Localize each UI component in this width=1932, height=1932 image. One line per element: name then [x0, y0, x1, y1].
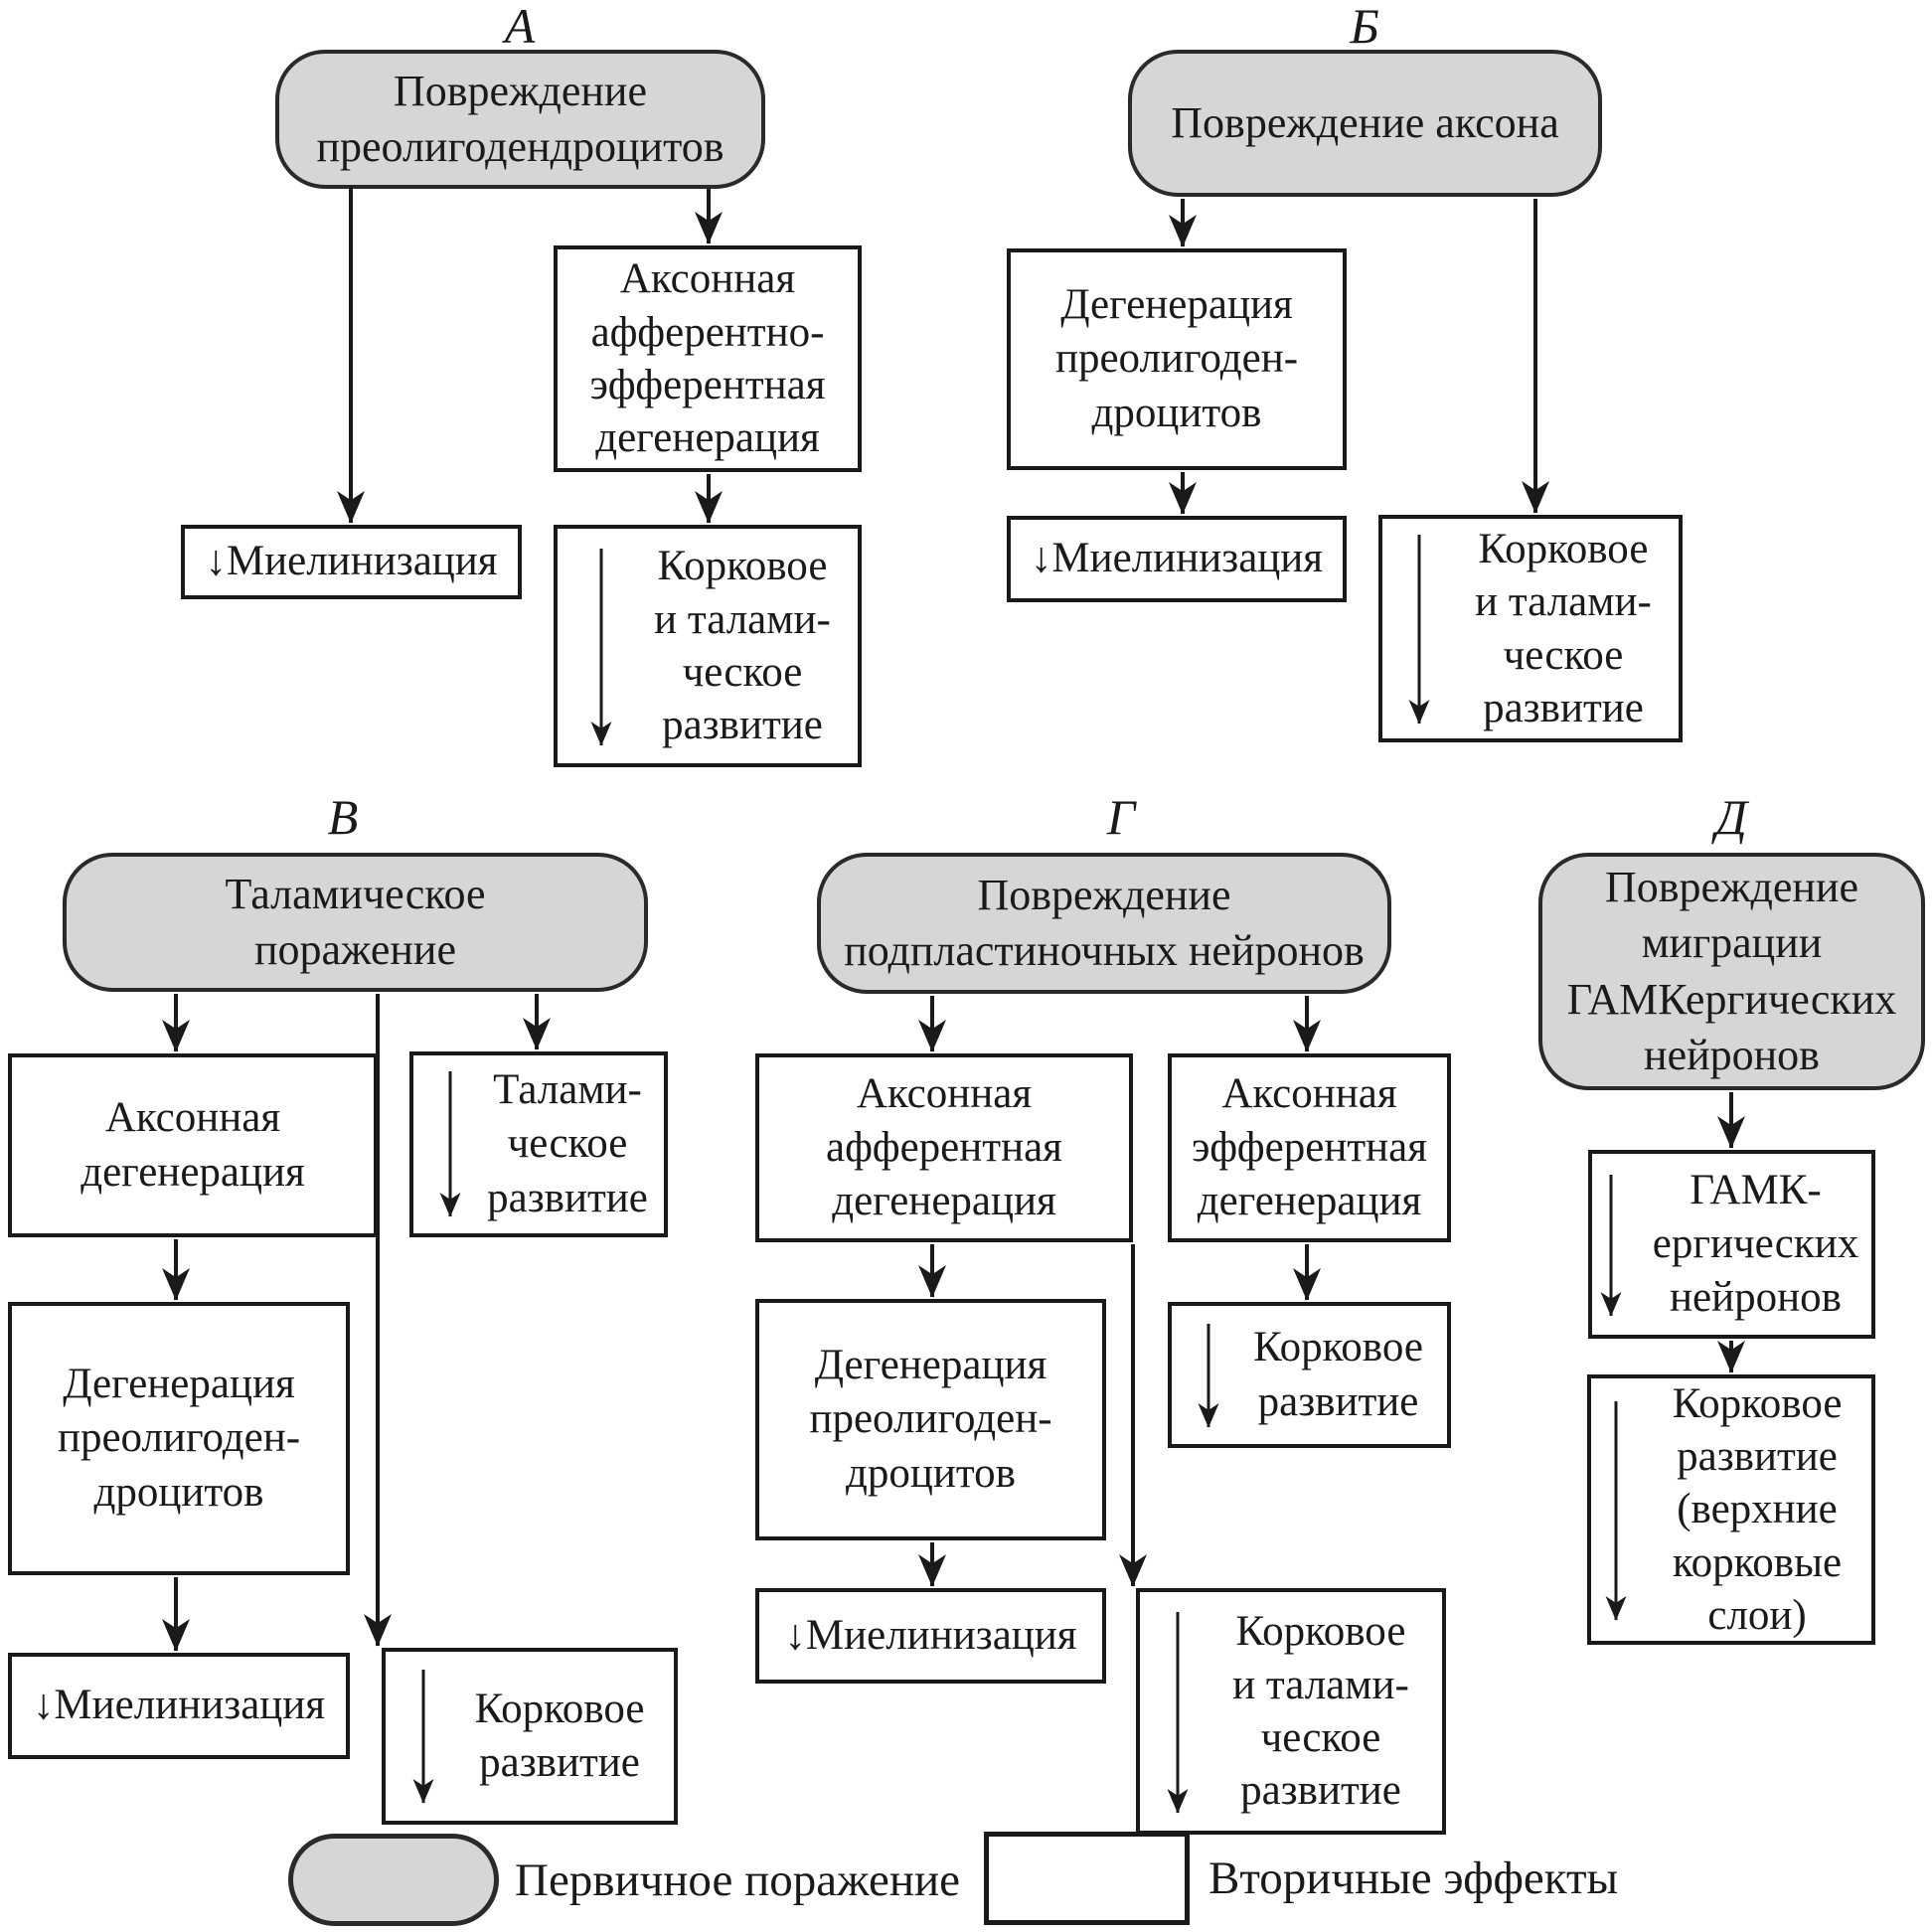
primary-lesion-subplate-neurons: Повреждение подпластиночных нейронов — [817, 853, 1391, 994]
node-cortical-dev-v: Корковое развитие — [382, 1648, 678, 1825]
primary-lesion-gaba-migration-damage: Повреждение миграции ГАМКергических нейр… — [1538, 853, 1925, 1090]
node-axonal-degeneration-v: Аксонная дегенерация — [8, 1053, 378, 1237]
node-preoligodendrocyte-degeneration-v: Дегенерация преолигоден- дроцитов — [8, 1302, 350, 1575]
node-axonal-afferent-degeneration-g: Аксонная афферентная дегенерация — [755, 1053, 1133, 1242]
node-cortical-thalamic-dev-g: Корковое и талами- ческое развитие — [1136, 1588, 1446, 1835]
node-myelination-b: ↓Миелинизация — [1007, 516, 1347, 602]
primary-lesion-axon-damage: Повреждение аксона — [1128, 50, 1602, 197]
node-myelination-v: ↓Миелинизация — [8, 1653, 350, 1759]
node-preoligodendrocyte-degeneration-g: Дегенерация преолигоден- дроцитов — [755, 1299, 1106, 1540]
node-axonal-aff-eff-degeneration: Аксонная афферентно- эфферентная дегенер… — [554, 245, 862, 472]
node-cortical-dev-upper-layers-d: Корковое развитие (верхние корковые слои… — [1587, 1374, 1875, 1645]
node-thalamic-dev-v: Талами- ческое развитие — [409, 1051, 668, 1237]
node-cortical-thalamic-dev-b: Корковое и талами- ческое развитие — [1378, 515, 1683, 742]
primary-lesion-preoligodendrocyte-damage: Повреждение преолигодендроцитов — [275, 50, 765, 189]
node-axonal-efferent-degeneration-g: Аксонная эфферентная дегенерация — [1168, 1053, 1451, 1242]
node-cortical-dev-g: Корковое развитие — [1168, 1302, 1451, 1448]
legend-secondary-swatch — [984, 1832, 1190, 1925]
panel-label-d: Д — [1715, 789, 1747, 845]
legend-primary-label: Первичное поражение — [515, 1853, 961, 1906]
panel-label-b: Б — [1350, 0, 1379, 54]
node-gabaergic-neurons-d: ГАМК- ергических нейронов — [1588, 1150, 1875, 1339]
panel-label-a: А — [504, 0, 536, 54]
legend-secondary-label: Вторичные эффекты — [1208, 1852, 1619, 1904]
node-preoligodendrocyte-degeneration-b: Дегенерация преолигоден- дроцитов — [1007, 248, 1347, 470]
panel-label-v: В — [327, 789, 359, 845]
legend-primary-swatch — [288, 1834, 499, 1926]
node-cortical-thalamic-dev-a: Корковое и талами- ческое развитие — [554, 525, 862, 767]
primary-lesion-thalamic: Таламическое поражение — [63, 853, 648, 992]
node-myelination-g: ↓Миелинизация — [755, 1588, 1106, 1684]
panel-label-g: Г — [1106, 789, 1136, 845]
node-myelination-a: ↓Миелинизация — [181, 525, 522, 599]
